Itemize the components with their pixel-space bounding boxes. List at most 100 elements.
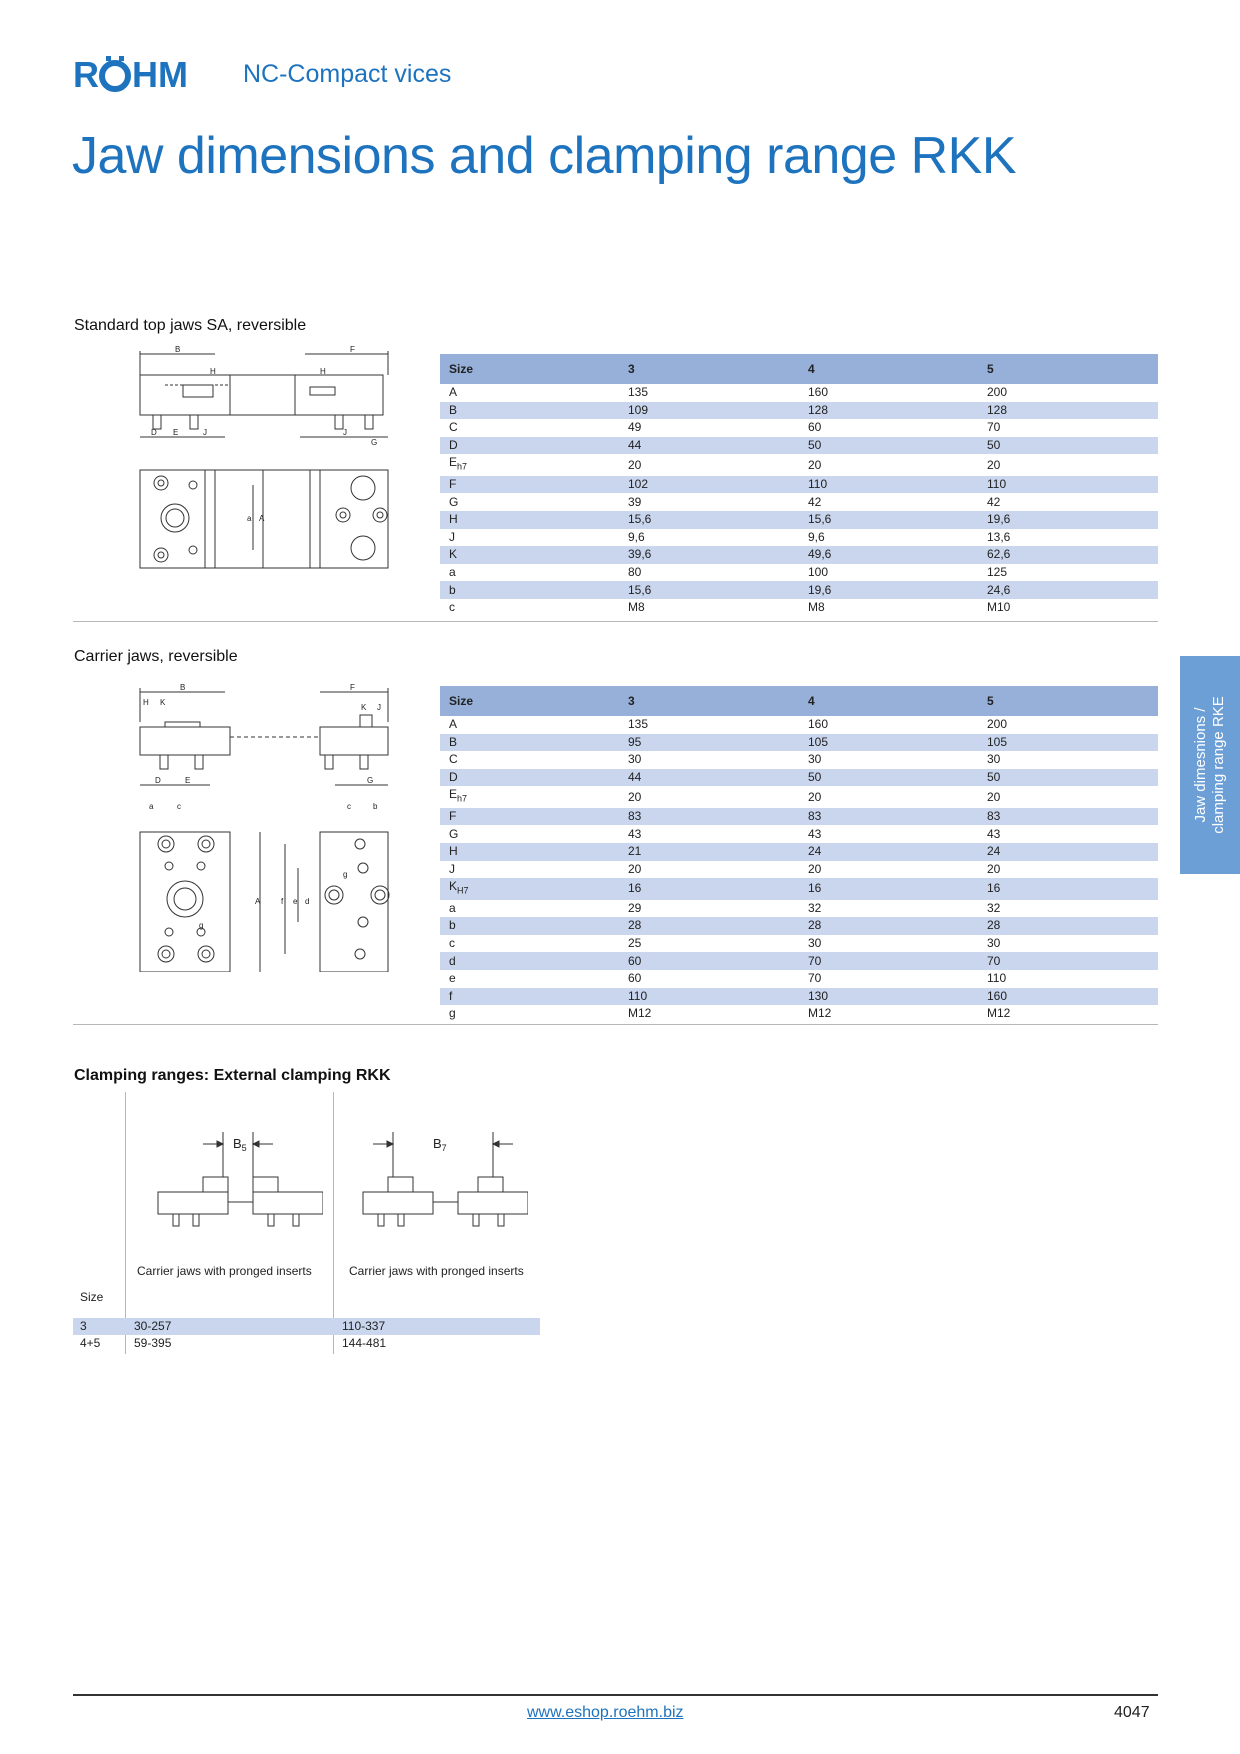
svg-text:a: a bbox=[247, 514, 252, 523]
table-cell: M8 bbox=[628, 600, 645, 615]
table-cell: 60 bbox=[619, 952, 799, 970]
table-cell: 24,6 bbox=[978, 581, 1158, 599]
svg-text:B7: B7 bbox=[433, 1136, 447, 1153]
table-cell: 49 bbox=[628, 420, 642, 435]
table-cell: 20 bbox=[808, 457, 822, 472]
svg-text:G: G bbox=[367, 776, 373, 785]
table-cell: 60 bbox=[808, 420, 822, 435]
table-cell: 49,6 bbox=[799, 546, 978, 564]
table-cell: 70 bbox=[978, 952, 1158, 970]
table-cell: 15,6 bbox=[619, 510, 799, 529]
row-label: F bbox=[440, 807, 619, 826]
side-tab-line2: clamping range RKE bbox=[1210, 696, 1227, 834]
side-tab: Jaw dimesnions /clamping range RKE bbox=[1180, 656, 1240, 874]
row-label: KH7 bbox=[440, 878, 619, 900]
table-cell: 42 bbox=[987, 494, 1001, 509]
table-cell: M10 bbox=[987, 600, 1011, 615]
table-cell: 9,6 bbox=[808, 529, 825, 544]
table-cell: M12 bbox=[808, 1006, 832, 1021]
table-cell: 110 bbox=[619, 987, 799, 1006]
label-b: B bbox=[433, 1136, 442, 1151]
table-cell: 70 bbox=[799, 952, 978, 970]
cell-b7: 144-481 bbox=[342, 1336, 387, 1350]
table-cell: 70 bbox=[987, 420, 1001, 435]
table-cell: 110 bbox=[799, 475, 978, 494]
row-label: J bbox=[449, 529, 455, 544]
table-cell: 30 bbox=[987, 752, 1001, 767]
svg-text:J: J bbox=[343, 428, 347, 437]
table-cell: 160 bbox=[808, 717, 829, 732]
table-row: 3 30-257 110-337 bbox=[73, 1318, 540, 1335]
top-jaws-drawing: B F H H D E J J G a A bbox=[139, 345, 389, 569]
cell-size: 3 bbox=[80, 1319, 87, 1333]
row-label: g bbox=[449, 1006, 456, 1021]
row-label: B bbox=[440, 733, 619, 752]
col-size-4: 4 bbox=[799, 686, 978, 716]
row-label: K bbox=[440, 546, 619, 564]
divider bbox=[73, 1024, 1158, 1025]
cell-size: 4+5 bbox=[80, 1336, 101, 1350]
row-label: D bbox=[440, 768, 619, 787]
col-size-3: 3 bbox=[619, 686, 799, 716]
table-cell: 24 bbox=[978, 842, 1158, 861]
table-cell: 20 bbox=[987, 457, 1001, 472]
svg-text:B5: B5 bbox=[233, 1136, 247, 1153]
row-label: a bbox=[449, 565, 456, 580]
row-label: a bbox=[449, 900, 456, 915]
table-cell: 20 bbox=[628, 861, 642, 876]
label-b: B bbox=[233, 1136, 242, 1151]
col-size: Size bbox=[440, 354, 619, 384]
row-label: e bbox=[449, 971, 456, 986]
table-cell: M12 bbox=[628, 1006, 652, 1021]
table-cell: 110 bbox=[987, 971, 1007, 986]
page-title: Jaw dimensions and clamping range RKK bbox=[72, 127, 1017, 185]
table-cell: 16 bbox=[799, 878, 978, 900]
table-cell: 83 bbox=[619, 807, 799, 826]
row-label: c bbox=[449, 936, 455, 951]
svg-text:G: G bbox=[371, 438, 377, 447]
table-cell: 130 bbox=[799, 987, 978, 1006]
table-cell: 30 bbox=[628, 752, 642, 767]
clamping-range-table: B5 B7 Carrier jaws with pronged inserts … bbox=[73, 1092, 540, 1354]
table-cell: 29 bbox=[628, 900, 642, 915]
table-cell: 50 bbox=[799, 768, 978, 787]
svg-text:J: J bbox=[377, 703, 381, 712]
table-cell: 135 bbox=[628, 385, 649, 400]
clamping-drawing-b5: B5 bbox=[157, 1132, 323, 1227]
label-b-sub: 7 bbox=[442, 1143, 447, 1153]
table-cell: 19,6 bbox=[978, 510, 1158, 529]
col-size: Size bbox=[440, 686, 619, 716]
table-cell: 109 bbox=[619, 401, 799, 420]
footer-link[interactable]: www.eshop.roehm.biz bbox=[527, 1704, 684, 1721]
svg-text:B: B bbox=[175, 345, 180, 354]
table-cell: 62,6 bbox=[978, 546, 1158, 564]
page-number: 4047 bbox=[1114, 1704, 1150, 1721]
table-cell: 44 bbox=[619, 436, 799, 455]
col-size-5: 5 bbox=[978, 354, 1158, 384]
svg-text:H: H bbox=[320, 367, 326, 376]
svg-text:D: D bbox=[155, 776, 161, 785]
divider bbox=[73, 621, 1158, 622]
svg-text:K: K bbox=[160, 698, 166, 707]
svg-text:f: f bbox=[281, 897, 284, 906]
row-label: C bbox=[449, 420, 458, 435]
table-cell: 60 bbox=[628, 971, 642, 986]
table-cell: 28 bbox=[799, 917, 978, 935]
divider bbox=[125, 1092, 126, 1354]
table-cell: 20 bbox=[987, 861, 1001, 876]
table-cell: 105 bbox=[978, 733, 1158, 752]
svg-text:a: a bbox=[149, 802, 154, 811]
table-cell: M8 bbox=[808, 600, 825, 615]
svg-text:c: c bbox=[347, 802, 351, 811]
